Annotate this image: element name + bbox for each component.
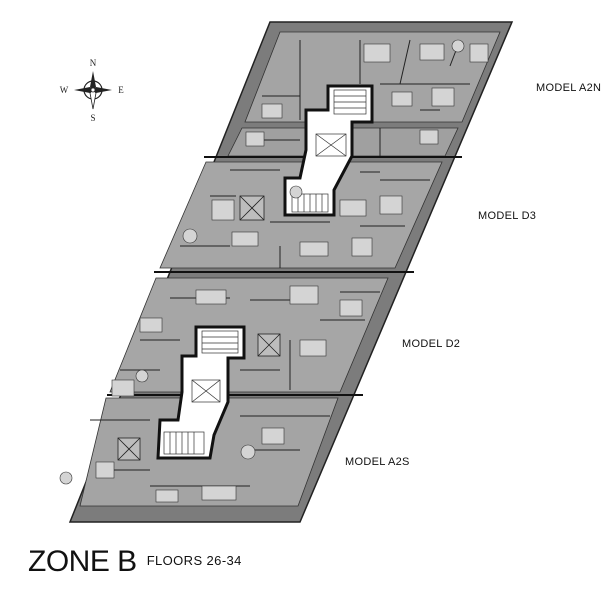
zone-floors: FLOORS 26-34 (146, 553, 242, 568)
compass-east: E (118, 85, 124, 95)
model-label-a2s: MODEL A2S (345, 456, 410, 468)
unit-d2-area (109, 277, 389, 393)
model-label-d2: MODEL D2 (402, 338, 461, 350)
compass-west: W (60, 85, 69, 95)
compass-south: S (90, 113, 95, 123)
core-upper (283, 84, 374, 217)
compass-rose: N S E W (60, 58, 125, 123)
elevator-shafts (117, 195, 281, 461)
room-walls (90, 39, 470, 487)
stair-upper (291, 89, 367, 213)
stair-lower (163, 330, 239, 455)
zone-title: ZONE B FLOORS 26-34 (28, 545, 242, 579)
model-label-a2n: MODEL A2N (536, 82, 602, 94)
model-label-d3: MODEL D3 (478, 210, 537, 222)
zone-name: ZONE B (28, 545, 137, 578)
core-lower (156, 325, 246, 460)
furniture (59, 39, 489, 503)
compass-north: N (90, 58, 97, 68)
